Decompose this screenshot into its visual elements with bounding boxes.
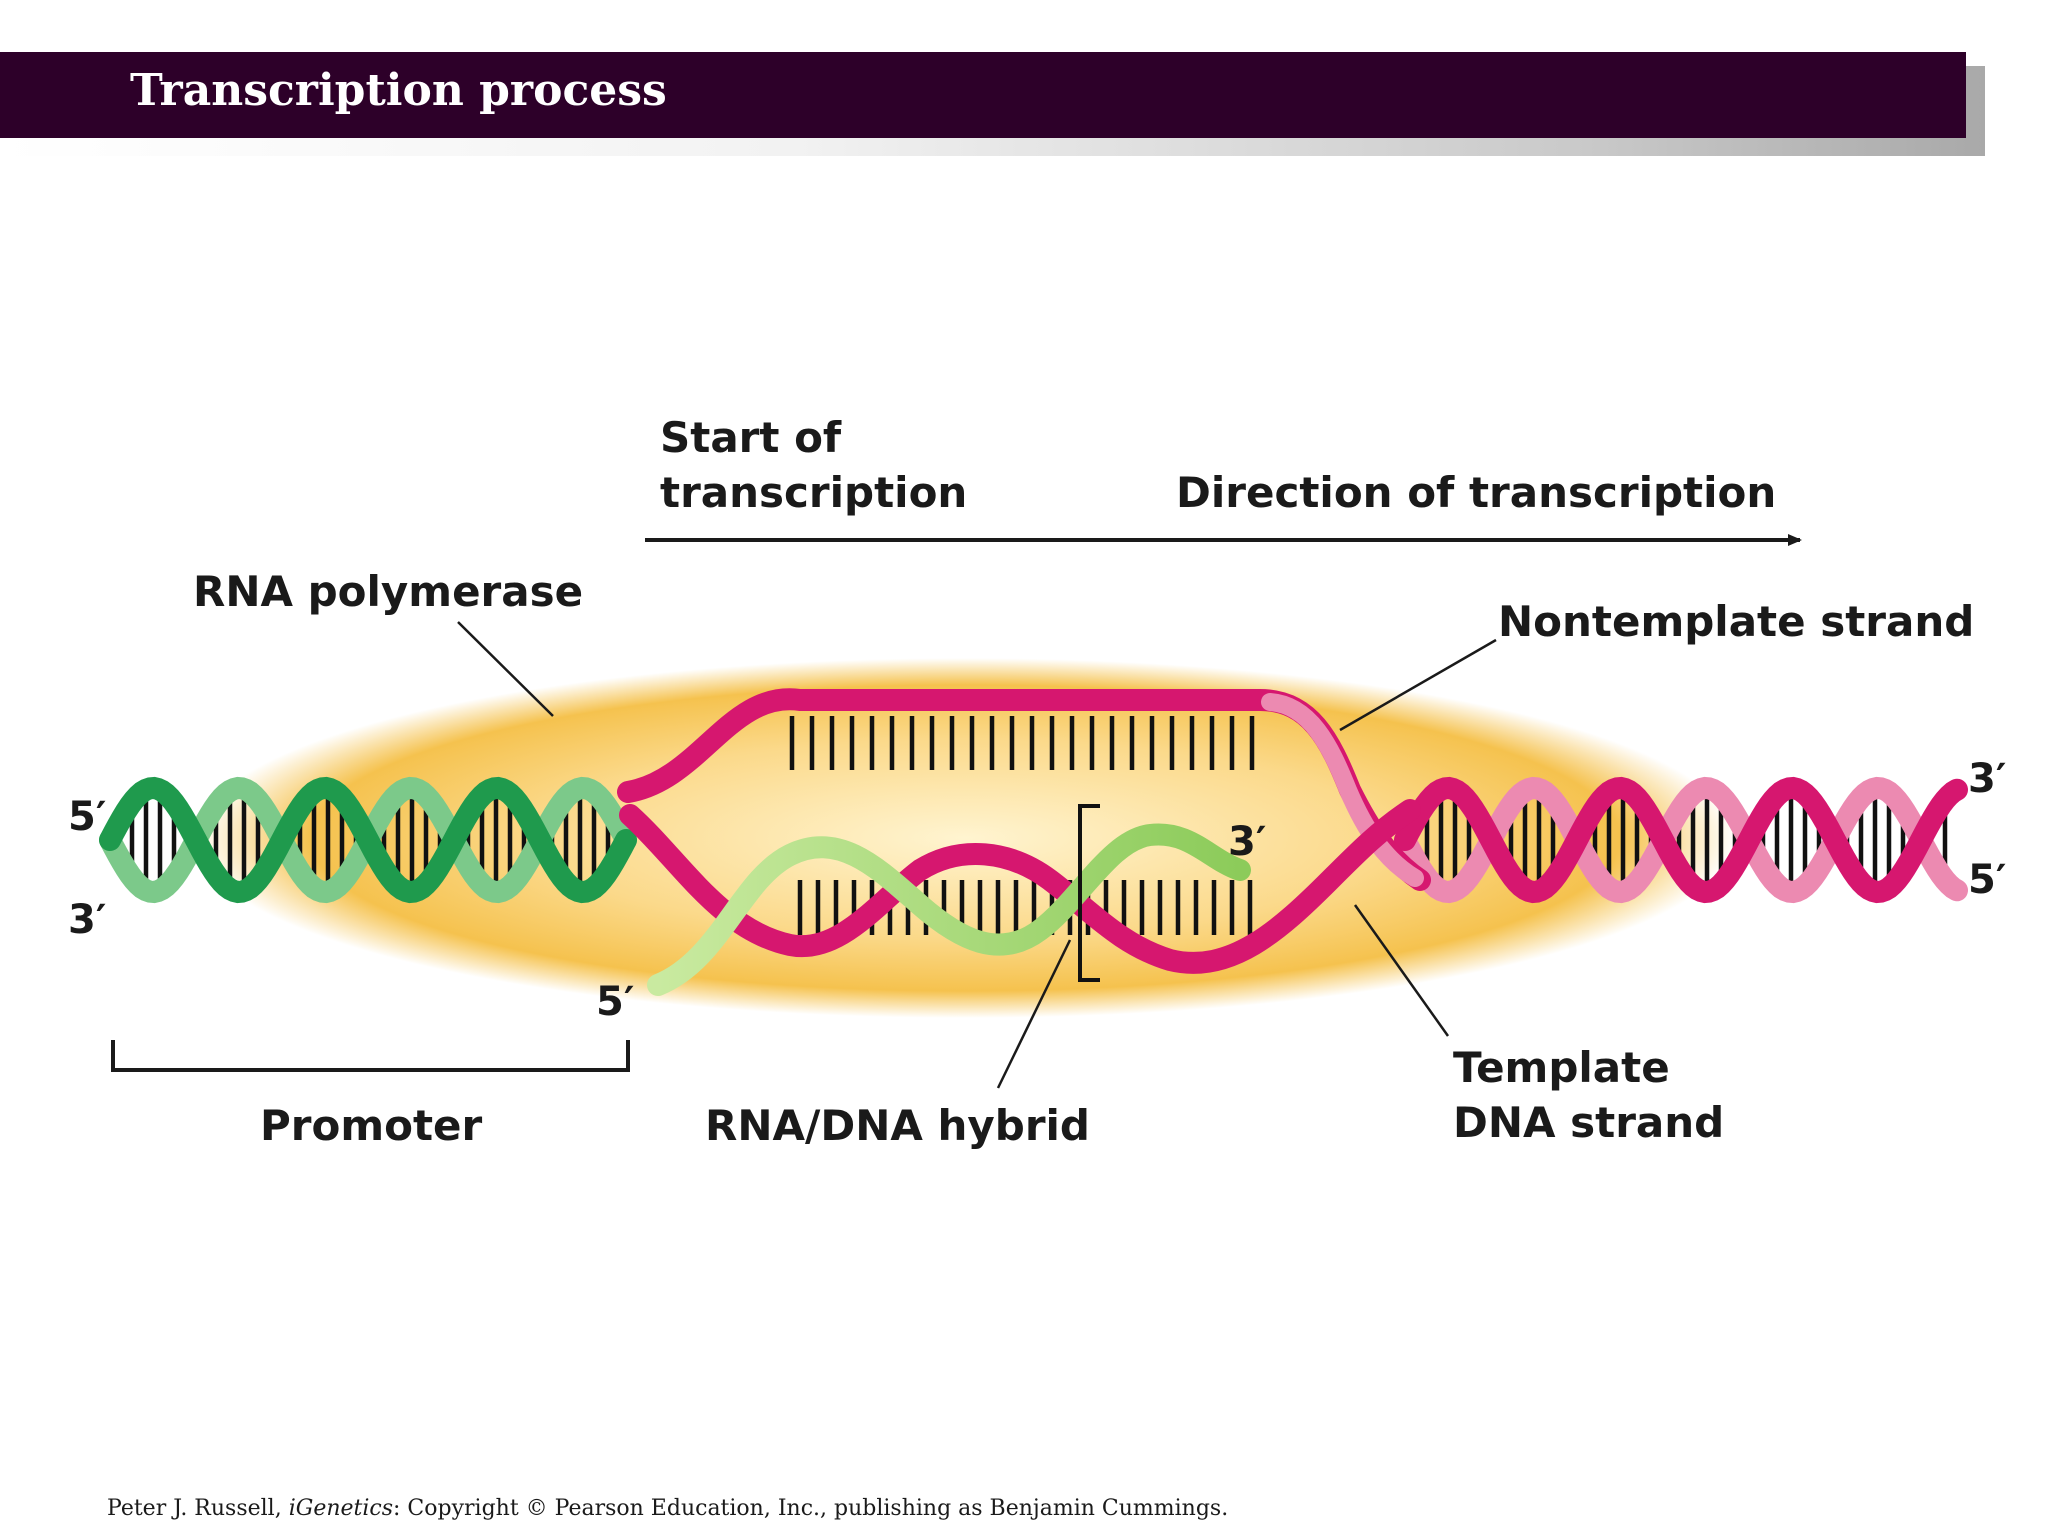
footer-author: Peter J. Russell,	[107, 1496, 282, 1521]
hybrid-leader	[996, 939, 1072, 1089]
copyright-footer: Peter J. Russell, iGenetics: Copyright ©…	[107, 1496, 1228, 1521]
label-hybrid: RNA/DNA hybrid	[705, 1101, 1090, 1150]
slide-title: Transcription process	[130, 65, 667, 116]
rna-polymerase-leader	[457, 621, 554, 717]
label-template-line1: Template	[1453, 1043, 1670, 1092]
dna-left-strand-front	[99, 776, 637, 904]
label-left-bottom-end: 3′	[68, 897, 106, 943]
label-promoter: Promoter	[260, 1101, 483, 1150]
nontemplate-strand-highlight	[1261, 693, 1424, 887]
label-left-top-end: 5′	[68, 794, 106, 840]
label-template-line2: DNA strand	[1453, 1098, 1724, 1147]
hybrid-bracket	[1078, 804, 1100, 982]
label-start-line1: Start of	[660, 413, 842, 462]
label-right-top-end: 3′	[1968, 756, 2006, 802]
label-start-line2: transcription	[660, 468, 967, 517]
label-direction: Direction of transcription	[1176, 468, 1776, 517]
rna-transcript	[647, 823, 1251, 996]
title-bar	[0, 52, 1966, 138]
label-rna-5-end: 5′	[596, 979, 634, 1025]
label-nontemplate: Nontemplate strand	[1498, 597, 1974, 646]
template-leader	[1353, 904, 1450, 1037]
label-rna-3-end: 3′	[1228, 819, 1266, 865]
label-rna-polymerase: RNA polymerase	[193, 567, 583, 616]
promoter-bracket	[111, 1040, 630, 1072]
label-right-bottom-end: 5′	[1968, 857, 2006, 903]
nontemplate-leader	[1339, 638, 1497, 732]
rna-polymerase-ellipse	[195, 658, 1735, 1018]
footer-copyright: : Copyright © Pearson Education, Inc., p…	[393, 1496, 1229, 1521]
template-dna-strand	[619, 799, 1421, 974]
dna-right-strand-front	[1394, 776, 1968, 904]
footer-book: iGenetics	[288, 1496, 394, 1521]
